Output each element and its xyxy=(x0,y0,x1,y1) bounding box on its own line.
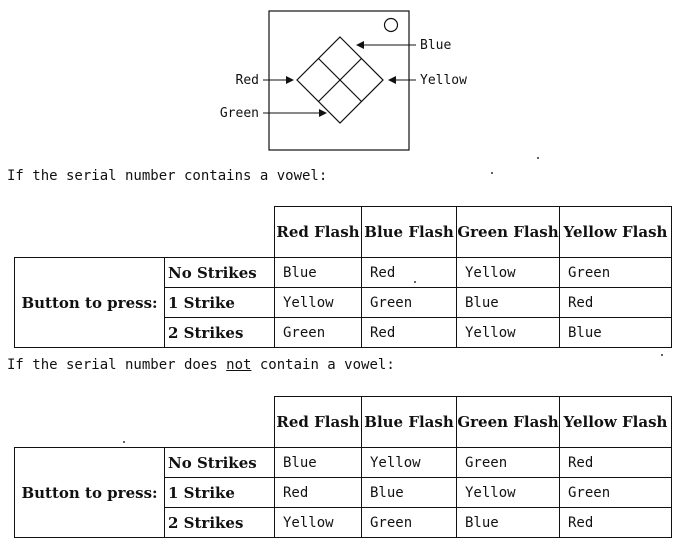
table-cell: Yellow xyxy=(456,317,560,348)
row-label: No Strikes xyxy=(164,447,275,478)
table-cell: Blue xyxy=(361,477,457,508)
column-header: Blue Flash xyxy=(361,206,457,258)
table-cell: Green xyxy=(274,317,362,348)
pointer-arrows xyxy=(263,41,416,117)
table-cell: Blue xyxy=(456,287,560,318)
table-row: Button to press: No Strikes Blue Yellow … xyxy=(14,447,672,538)
heading-text: If the serial number does xyxy=(7,357,227,373)
row-label: No Strikes xyxy=(164,257,275,288)
section2-heading: If the serial number does not contain a … xyxy=(7,357,395,373)
table-header-row: Red Flash Blue Flash Green Flash Yellow … xyxy=(15,206,672,258)
empty-cell xyxy=(15,207,165,258)
paper-speck xyxy=(414,281,416,283)
row-label: 2 Strikes xyxy=(164,507,275,538)
row-label: 1 Strike xyxy=(164,477,275,508)
section1-heading: If the serial number contains a vowel: xyxy=(7,168,328,184)
row-group-label: Button to press: xyxy=(14,257,165,348)
label-blue: Blue xyxy=(420,38,451,53)
table-cell: Red xyxy=(559,507,672,538)
heading-text: contain a vowel: xyxy=(251,357,395,373)
empty-cell xyxy=(165,397,275,448)
column-header: Yellow Flash xyxy=(559,206,672,258)
paper-speck xyxy=(491,172,493,174)
status-led-icon xyxy=(383,17,399,33)
table-row: 2 Strikes Green Red Yellow Blue xyxy=(15,317,672,348)
label-yellow: Yellow xyxy=(420,73,467,88)
table-cell: Yellow xyxy=(456,257,560,288)
paper-speck xyxy=(661,354,663,356)
table-cell: Green xyxy=(559,477,672,508)
column-header: Red Flash xyxy=(274,396,362,448)
table-cell: Green xyxy=(361,507,457,538)
table-cell: Yellow xyxy=(274,287,362,318)
column-header: Green Flash xyxy=(456,396,560,448)
table-cell: Yellow xyxy=(361,447,457,478)
table-row: 2 Strikes Yellow Green Blue Red xyxy=(15,507,672,538)
table-header-row: Red Flash Blue Flash Green Flash Yellow … xyxy=(15,396,672,448)
column-header: Red Flash xyxy=(274,206,362,258)
table-cell: Green xyxy=(456,447,560,478)
strike-table-vowel: Red Flash Blue Flash Green Flash Yellow … xyxy=(14,206,672,348)
table-cell: Green xyxy=(361,287,457,318)
table-cell: Red xyxy=(361,317,457,348)
table-cell: Blue xyxy=(274,447,362,478)
paper-speck xyxy=(123,441,125,443)
module-diagram: Blue Yellow Red Green xyxy=(220,10,467,151)
strike-table-no-vowel: Red Flash Blue Flash Green Flash Yellow … xyxy=(14,396,672,538)
table-cell: Red xyxy=(274,477,362,508)
label-red: Red xyxy=(236,73,259,88)
column-header: Blue Flash xyxy=(361,396,457,448)
table-cell: Red xyxy=(559,447,672,478)
simon-buttons-diamond xyxy=(296,36,384,124)
table-cell: Yellow xyxy=(456,477,560,508)
row-group-label: Button to press: xyxy=(14,447,165,538)
table-cell: Green xyxy=(559,257,672,288)
heading-emphasis: not xyxy=(226,357,252,373)
row-label: 1 Strike xyxy=(164,287,275,318)
table-cell: Blue xyxy=(274,257,362,288)
row-label: 2 Strikes xyxy=(164,317,275,348)
column-header: Green Flash xyxy=(456,206,560,258)
column-header: Yellow Flash xyxy=(559,396,672,448)
empty-cell xyxy=(15,397,165,448)
table-cell: Red xyxy=(361,257,457,288)
table-row: Button to press: No Strikes Blue Red Yel… xyxy=(14,257,672,348)
empty-cell xyxy=(165,207,275,258)
paper-speck xyxy=(537,157,539,159)
table-row: 1 Strike Red Blue Yellow Green xyxy=(15,477,672,508)
table-cell: Blue xyxy=(456,507,560,538)
table-cell: Red xyxy=(559,287,672,318)
table-cell: Yellow xyxy=(274,507,362,538)
label-green: Green xyxy=(220,106,259,121)
table-cell: Blue xyxy=(559,317,672,348)
table-row: 1 Strike Yellow Green Blue Red xyxy=(15,287,672,318)
